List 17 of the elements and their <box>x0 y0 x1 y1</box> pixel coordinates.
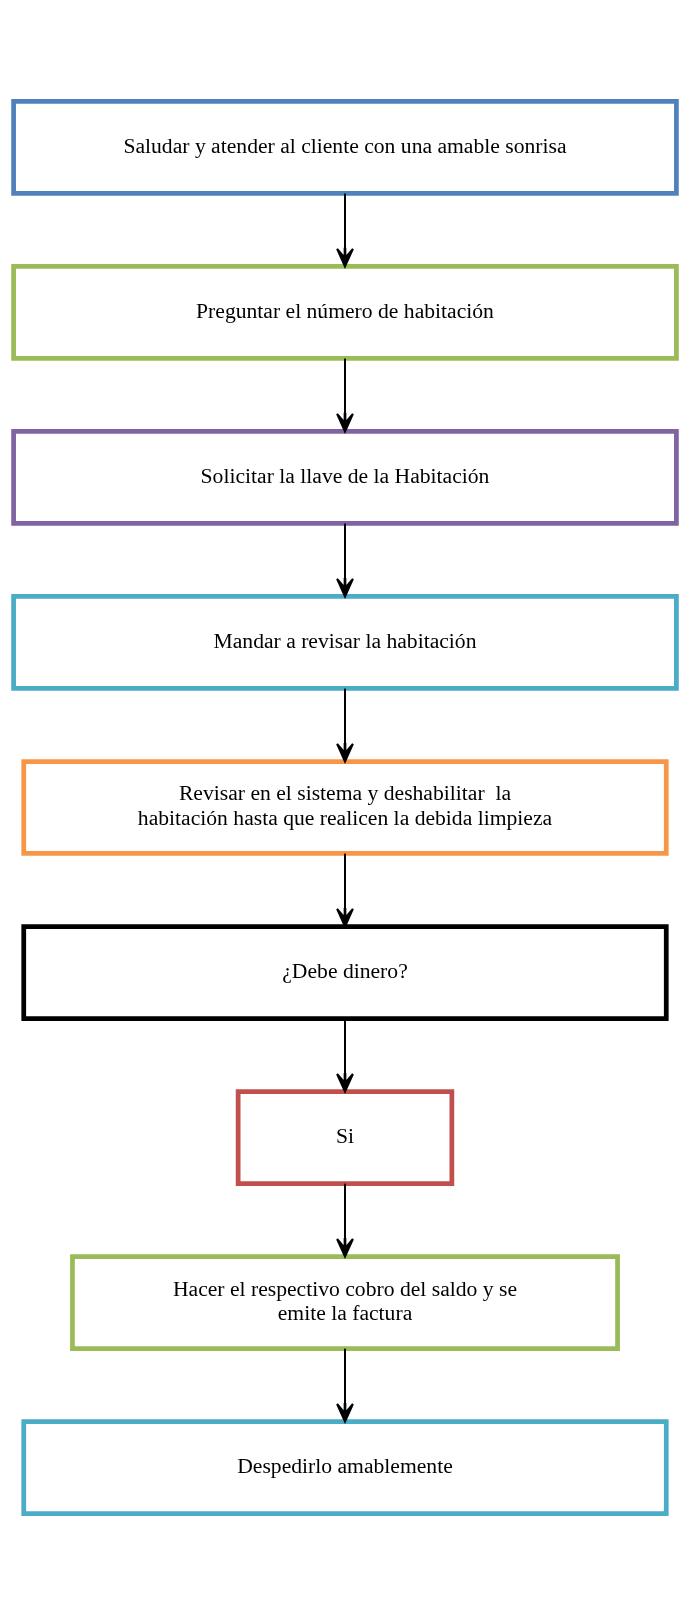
node-box: Despedirlo amablemente <box>21 1418 669 1516</box>
node-box: Preguntar el número de habitación <box>11 263 679 361</box>
arrow <box>336 688 354 763</box>
node-box: Solicitar la llave de la Habitación <box>11 428 679 526</box>
node-box: Saludar y atender al cliente con una amable sonrisa <box>11 98 679 196</box>
arrow <box>336 193 354 267</box>
node-box: Hacer el respectivo cobro del saldo y se emite la factura <box>70 1253 620 1351</box>
arrow <box>336 853 354 928</box>
arrow <box>336 1183 354 1258</box>
node-box: Mandar a revisar la habitación <box>11 593 679 691</box>
arrow <box>336 1018 354 1093</box>
node-box: ¿Debe dinero? <box>21 923 669 1021</box>
arrow <box>336 523 354 597</box>
node-box: Revisar en el sistema y deshabilitar la habitación hasta que realicen la debida limpieza <box>21 758 669 856</box>
arrow <box>336 358 354 432</box>
node-box: Si <box>235 1088 455 1186</box>
arrow <box>336 1348 354 1423</box>
